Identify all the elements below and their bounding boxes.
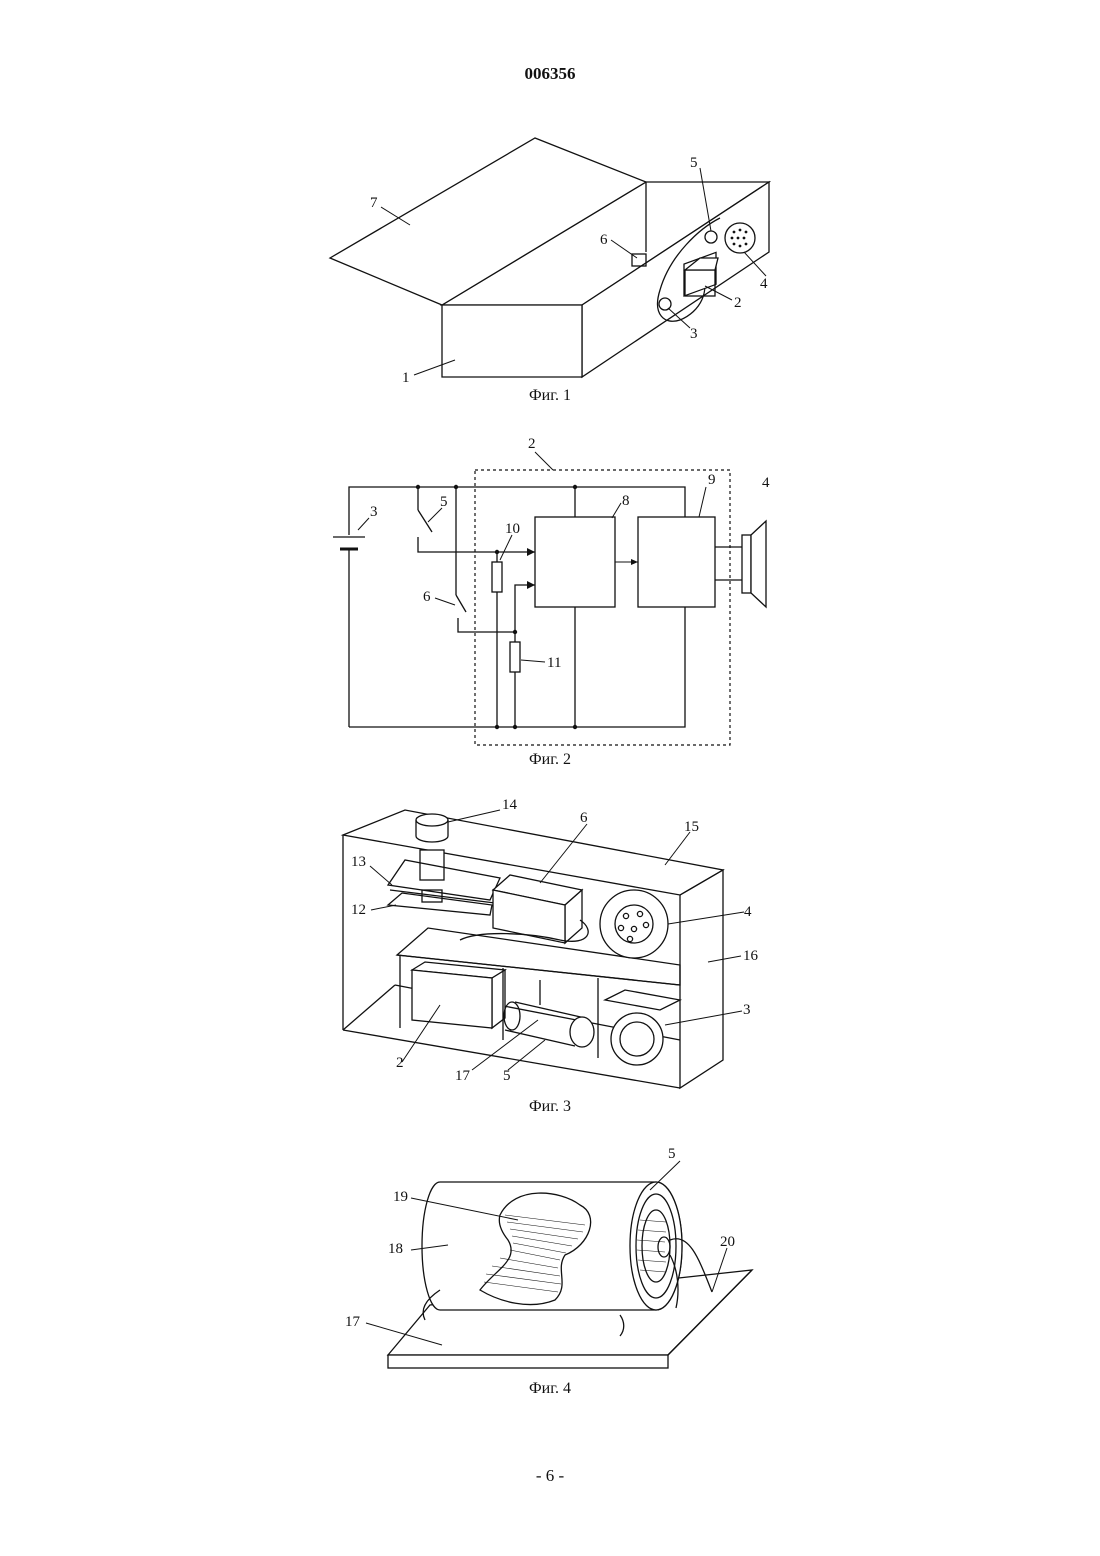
figure-1: 7 1 5 6 4 2 3 xyxy=(330,138,769,386)
fig3-coil-5 xyxy=(504,980,594,1047)
fig3-label-15: 15 xyxy=(684,819,699,835)
fig3-label-2: 2 xyxy=(396,1055,404,1071)
fig2-label-3: 3 xyxy=(370,504,378,520)
fig4-label-18: 18 xyxy=(388,1241,403,1257)
fig3-label-13: 13 xyxy=(351,854,366,870)
fig3-label-3: 3 xyxy=(743,1002,751,1018)
fig3-label-4: 4 xyxy=(744,904,752,920)
fig2-label-9: 9 xyxy=(708,472,716,488)
fig2-label-8: 8 xyxy=(622,493,630,509)
fig4-label-20: 20 xyxy=(720,1234,735,1250)
fig1-label-2: 2 xyxy=(734,295,742,311)
fig2-label-5: 5 xyxy=(440,494,448,510)
fig4-label-17: 17 xyxy=(345,1314,361,1330)
fig1-caption: Фиг. 1 xyxy=(0,387,1100,405)
page-number: - 6 - xyxy=(0,1466,1100,1486)
fig1-label-6: 6 xyxy=(600,232,608,248)
fig3-label-16: 16 xyxy=(743,948,759,964)
fig2-resistor-11 xyxy=(510,581,535,727)
fig3-label-6: 6 xyxy=(580,810,588,826)
fig1-label-1: 1 xyxy=(402,370,410,386)
fig2-resistor-10 xyxy=(492,550,502,727)
fig4-label-5: 5 xyxy=(668,1146,676,1162)
fig3-battery-3 xyxy=(605,990,680,1065)
fig2-label-2: 2 xyxy=(528,436,536,452)
fig3-label-12: 12 xyxy=(351,902,366,918)
fig2-speaker xyxy=(742,521,766,607)
fig2-label-11: 11 xyxy=(547,655,561,671)
figure-2: 2 3 5 10 8 9 4 6 11 xyxy=(333,436,770,745)
figure-4: 5 19 18 20 17 xyxy=(345,1146,752,1368)
fig3-block-6 xyxy=(493,875,582,943)
fig2-block-8 xyxy=(535,517,615,607)
fig2-battery xyxy=(333,537,365,727)
fig3-label-14: 14 xyxy=(502,797,518,813)
fig2-caption: Фиг. 2 xyxy=(0,751,1100,769)
fig1-label-5: 5 xyxy=(690,155,698,171)
fig4-caption: Фиг. 4 xyxy=(0,1380,1100,1398)
fig2-block-9 xyxy=(638,517,715,607)
fig2-switch-6 xyxy=(456,487,517,634)
fig3-label-5: 5 xyxy=(503,1068,511,1084)
fig1-label-4: 4 xyxy=(760,276,768,292)
fig3-magnet-14 xyxy=(416,814,448,902)
figure-3: 14 6 15 13 4 12 16 3 2 17 5 xyxy=(343,797,759,1088)
fig1-label-3: 3 xyxy=(690,326,698,342)
fig3-block-2 xyxy=(400,955,505,1028)
fig4-label-19: 19 xyxy=(393,1189,408,1205)
fig3-housing xyxy=(343,810,723,1088)
fig3-speaker-4 xyxy=(600,890,668,958)
fig3-label-17: 17 xyxy=(455,1068,471,1084)
fig1-label-7: 7 xyxy=(370,195,378,211)
fig3-caption: Фиг. 3 xyxy=(0,1098,1100,1116)
fig2-label-10: 10 xyxy=(505,521,520,537)
fig2-label-4: 4 xyxy=(762,475,770,491)
fig2-label-6: 6 xyxy=(423,589,431,605)
